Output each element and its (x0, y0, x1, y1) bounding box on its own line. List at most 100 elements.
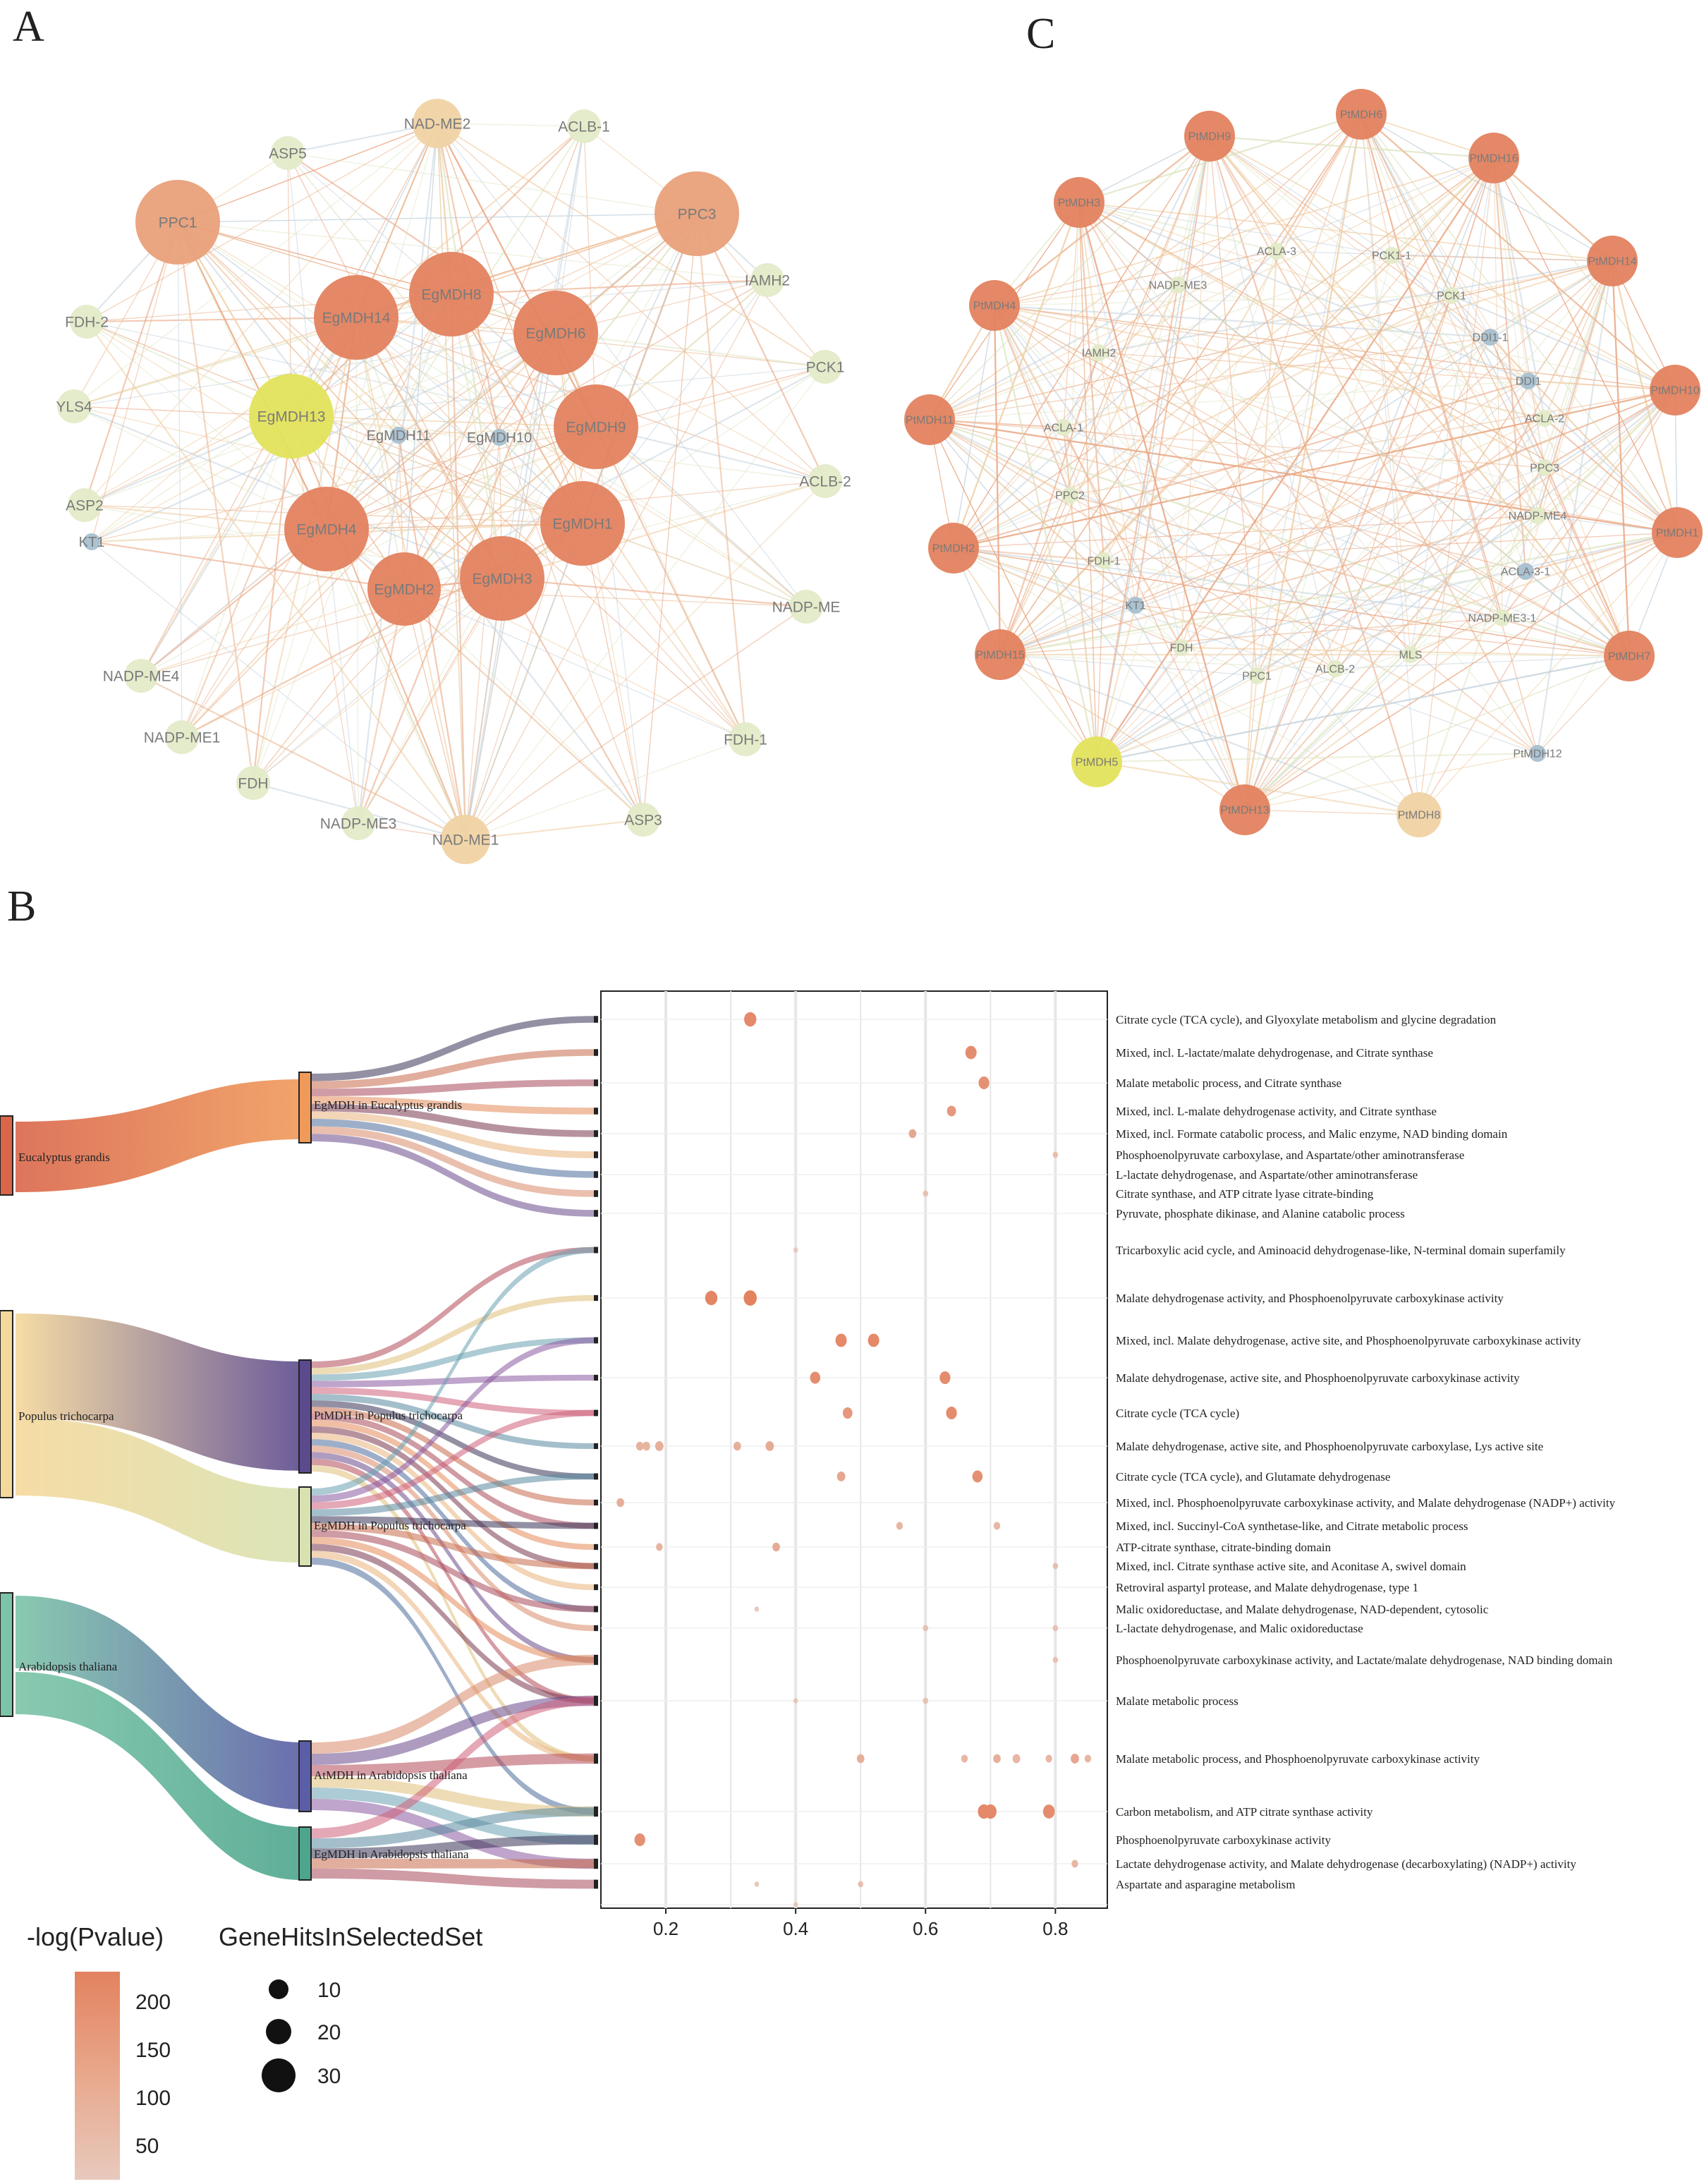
network-edge (1209, 135, 1452, 296)
network-node (750, 263, 784, 297)
network-node-label: EgMDH3 (472, 571, 532, 587)
term-flow (311, 1551, 594, 1762)
network-node (284, 487, 369, 571)
network-edge (1209, 135, 1491, 338)
network-edge (437, 123, 583, 524)
network-edge (91, 426, 597, 542)
network-node (1127, 597, 1144, 614)
network-node (1443, 287, 1460, 304)
network-edge (1177, 157, 1495, 286)
term-flow (311, 1119, 594, 1178)
term-flow (311, 1016, 594, 1081)
network-edge (403, 588, 466, 840)
data-point (939, 1371, 951, 1384)
network-edge (358, 213, 698, 824)
network-edge (326, 293, 452, 530)
flow-pop-egmdh (16, 1418, 302, 1563)
network-edge (140, 317, 357, 677)
term-node (594, 1171, 598, 1178)
network-edge (953, 284, 1179, 549)
network-edge (465, 279, 768, 840)
network-edge (953, 250, 1277, 549)
network-node (124, 659, 158, 693)
network-node (1054, 177, 1104, 228)
network-node (1336, 89, 1387, 140)
network-node (1090, 344, 1107, 361)
term-flow (311, 1452, 594, 1663)
term-node (594, 1879, 598, 1889)
network-edge (929, 255, 1392, 420)
network-node (491, 429, 508, 446)
x-tick-label: 0.4 (783, 1918, 808, 1939)
data-point (896, 1522, 903, 1530)
network-node (83, 533, 100, 550)
term-node (594, 1563, 598, 1570)
network-edge (929, 114, 1362, 420)
network-node (808, 350, 842, 384)
network-node (341, 806, 375, 840)
network-edge (140, 213, 698, 677)
network-edge (999, 571, 1526, 655)
network-edge (326, 213, 698, 530)
network-node (165, 720, 199, 754)
network-node-label: EgMDH6 (525, 325, 585, 341)
network-edge (1489, 336, 1631, 657)
network-edge (1181, 135, 1210, 648)
network-edge (403, 588, 644, 820)
term-flow (311, 1523, 594, 1570)
network-edge (1096, 250, 1277, 763)
legend-size-label: 30 (317, 2065, 341, 2088)
network-node (1173, 639, 1190, 656)
network-node-label: EgMDH9 (566, 419, 626, 435)
species-label-arabidopsis: Arabidopsis thaliana (18, 1660, 118, 1673)
network-node-label: KT1 (79, 535, 105, 550)
network-edge (177, 222, 327, 530)
panel-label-c: C (1026, 10, 1055, 58)
data-point (978, 1076, 990, 1089)
network-node-label: NADP-ME1 (144, 729, 221, 746)
network-edge (91, 540, 405, 590)
group-label-egmdh-pop: EgMDH in Populus trichocarpa (314, 1519, 466, 1532)
term-node (594, 1049, 598, 1056)
network-edge (1096, 135, 1210, 763)
term-flow (311, 1419, 594, 1551)
data-point (923, 1625, 929, 1632)
term-node (594, 1654, 598, 1666)
term-label: Mixed, incl. Succinyl-CoA synthetase-lik… (1116, 1519, 1468, 1533)
network-node-label: PtMDH15 (975, 650, 1024, 662)
network-edge (465, 437, 500, 840)
network-node-label: ALCB-2 (1315, 664, 1355, 676)
term-node (594, 1294, 598, 1302)
network-edge (437, 123, 826, 368)
data-point (1013, 1754, 1020, 1763)
network-node-label: NADP-ME3 (1149, 280, 1207, 292)
flow-pop-ptmdh (16, 1314, 302, 1471)
network-edge (1209, 135, 1676, 391)
term-labels: Citrate cycle (TCA cycle), and Glyoxylat… (1116, 1013, 1616, 1891)
data-point (923, 1697, 929, 1704)
network-node (1402, 646, 1419, 663)
network-edge (929, 284, 1179, 420)
network-node-label: FDH-1 (724, 732, 767, 748)
network-edge (953, 418, 1545, 549)
network-edge (287, 122, 438, 154)
panel-label-a: A (13, 3, 44, 51)
network-edge (952, 202, 1081, 549)
network-edge (1098, 157, 1495, 353)
network-node (1587, 236, 1638, 286)
network-edge (1209, 135, 1529, 382)
term-label: Malate dehydrogenase, active site, and P… (1116, 1371, 1520, 1385)
network-edge (357, 332, 557, 824)
network-edge (1244, 255, 1392, 811)
network-edge (1502, 260, 1613, 619)
network-edge (1096, 655, 1630, 763)
network-edge (1544, 418, 1678, 533)
term-label: Malate metabolic process (1116, 1694, 1239, 1708)
network-edge (1244, 389, 1676, 811)
network-node (413, 99, 462, 148)
network-edge (929, 135, 1210, 420)
data-point (772, 1542, 780, 1552)
network-edge (999, 654, 1246, 811)
data-point (836, 1472, 846, 1481)
data-point (754, 1881, 760, 1887)
